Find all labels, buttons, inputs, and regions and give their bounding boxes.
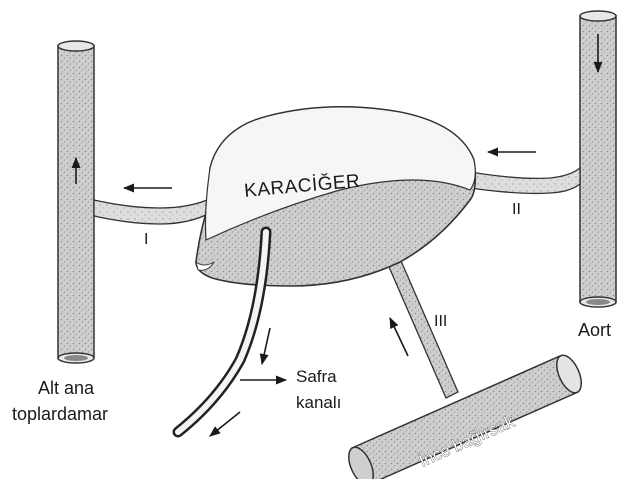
vessel-2-hepatic-artery	[470, 168, 580, 193]
small-intestine	[344, 352, 587, 479]
vessel-3-label: III	[434, 313, 447, 330]
vessel-1-label: I	[144, 231, 148, 248]
vena-cava-label-line2: toplardamar	[12, 404, 108, 424]
vessel-1-hepatic-vein	[94, 198, 212, 224]
vena-cava-vessel	[58, 41, 94, 363]
liver	[196, 107, 475, 286]
aorta-label: Aort	[578, 320, 611, 340]
bile-duct-label-line2: kanalı	[296, 393, 341, 412]
vessel-2-label: II	[512, 201, 521, 218]
flow-arrow-vessel-3	[390, 318, 408, 356]
vena-cava-label-line1: Alt ana	[38, 378, 95, 398]
flow-arrow-bile-down	[262, 328, 270, 364]
bile-duct-label-line1: Safra	[296, 367, 337, 386]
flow-arrow-bile-exit	[210, 412, 240, 436]
